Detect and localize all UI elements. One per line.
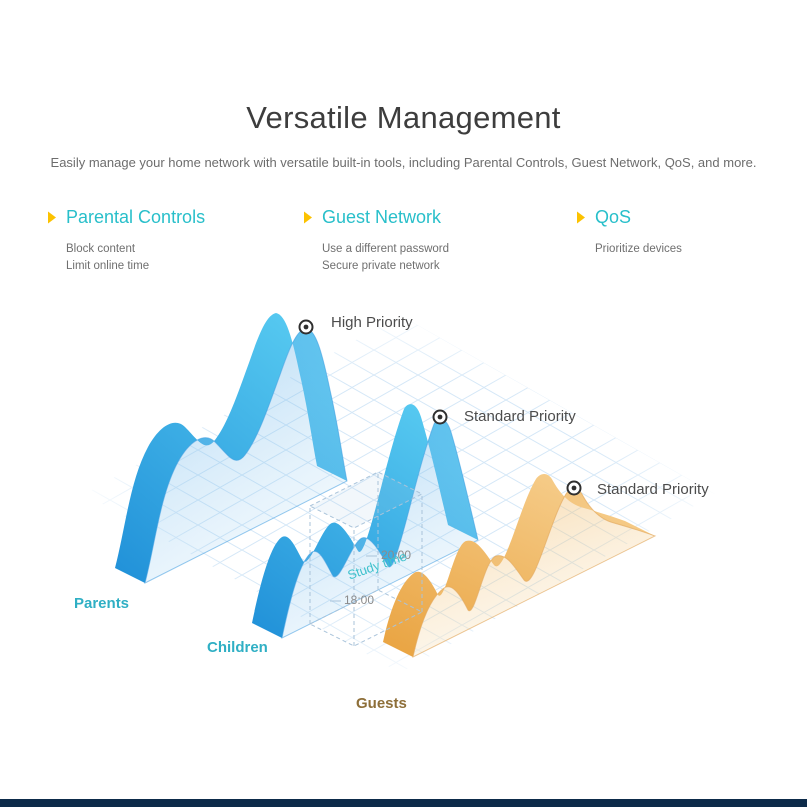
parents-priority-label: High Priority <box>331 314 413 331</box>
guests-priority-marker <box>566 480 582 496</box>
feature-qos: QoS Prioritize devices <box>577 207 682 258</box>
parents-wave-band <box>115 313 347 583</box>
children-wave-face <box>281 418 479 639</box>
guests-series-label: Guests <box>356 695 407 712</box>
feature-title-guest-network: Guest Network <box>322 207 442 227</box>
guests-wave <box>383 474 657 658</box>
feature-item: Prioritize devices <box>595 243 682 255</box>
study-start-time-label: 18:00 <box>344 593 375 607</box>
parents-series-label: Parents <box>74 595 130 612</box>
yellow-arrow-icon <box>48 211 57 275</box>
feature-item: Limit online time <box>66 260 150 272</box>
study-time-box-top-face <box>308 471 424 529</box>
feature-item: Block content <box>66 243 136 255</box>
yellow-arrow-icon <box>577 211 586 258</box>
guests-wave-band <box>383 474 655 657</box>
parents-wave <box>115 313 348 584</box>
guests-wave-face <box>412 488 657 658</box>
feature-title-parental-controls: Parental Controls <box>66 207 206 227</box>
yellow-arrow-icon <box>304 211 313 275</box>
guests-priority-label: Standard Priority <box>597 481 709 498</box>
parents-priority-marker <box>298 319 314 335</box>
page-title: Versatile Management <box>246 100 561 135</box>
next-section-top-edge <box>0 799 807 807</box>
children-priority-label: Standard Priority <box>464 408 576 425</box>
parents-wave-face <box>144 327 348 584</box>
feature-item: Use a different password <box>322 243 449 255</box>
feature-parental-controls: Parental Controls Block content Limit on… <box>48 207 205 275</box>
feature-title-qos: QoS <box>595 207 632 227</box>
children-priority-marker <box>432 409 448 425</box>
feature-guest-network: Guest Network Use a different password S… <box>304 207 449 275</box>
study-time-label: Study time <box>345 548 409 583</box>
feature-item: Secure private network <box>322 260 440 272</box>
children-series-label: Children <box>207 639 268 656</box>
page-subtitle: Easily manage your home network with ver… <box>50 155 757 170</box>
